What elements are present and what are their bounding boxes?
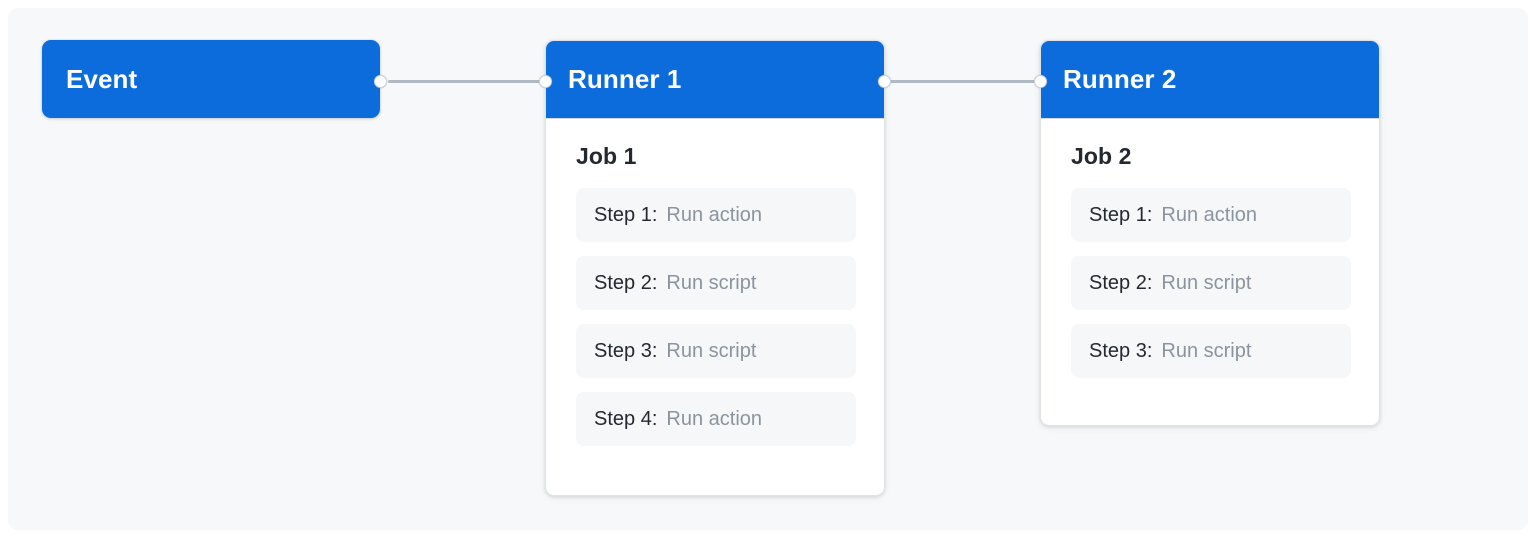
job-title-1: Job 1 xyxy=(576,143,637,169)
step-label: Step 1: xyxy=(594,203,658,226)
event-node[interactable]: Event xyxy=(42,40,380,118)
job-title-2: Job 2 xyxy=(1071,143,1132,169)
step-label: Step 1: xyxy=(1089,203,1153,226)
runner-node-1[interactable]: Runner 1 Job 1 Step 1: Run action Step 2… xyxy=(545,40,885,496)
runner-node-2[interactable]: Runner 2 Job 2 Step 1: Run action Step 2… xyxy=(1040,40,1380,426)
step-label: Step 4: xyxy=(594,407,658,430)
runner-node-2-target-handle[interactable] xyxy=(1034,75,1047,88)
step-action: Run script xyxy=(666,271,757,294)
step-row[interactable]: Step 4: Run action xyxy=(576,392,856,446)
runner-node-1-source-handle[interactable] xyxy=(878,75,891,88)
edge-event-to-runner-1[interactable] xyxy=(388,79,553,83)
step-label: Step 3: xyxy=(1089,339,1153,362)
event-node-label: Event xyxy=(66,63,138,94)
runner-node-1-header: Runner 1 xyxy=(546,41,884,119)
step-list-2: Step 1: Run action Step 2: Run script St… xyxy=(1063,188,1357,378)
workflow-canvas[interactable]: Event Runner 1 Job 1 Step 1: Run action … xyxy=(8,8,1528,530)
step-label: Step 2: xyxy=(1089,271,1153,294)
step-row[interactable]: Step 3: Run script xyxy=(576,324,856,378)
step-action: Run action xyxy=(666,407,763,430)
step-label: Step 3: xyxy=(594,339,658,362)
edge-runner-1-to-runner-2[interactable] xyxy=(885,79,1040,83)
runner-node-2-header: Runner 2 xyxy=(1041,41,1379,119)
runner-node-2-title: Runner 2 xyxy=(1063,64,1177,94)
step-row[interactable]: Step 2: Run script xyxy=(576,256,856,310)
step-row[interactable]: Step 2: Run script xyxy=(1071,256,1351,310)
runner-node-1-target-handle[interactable] xyxy=(539,75,552,88)
step-action: Run script xyxy=(1161,271,1252,294)
step-row[interactable]: Step 1: Run action xyxy=(576,188,856,242)
runner-node-1-body: Job 1 Step 1: Run action Step 2: Run scr… xyxy=(546,119,884,470)
step-action: Run script xyxy=(666,339,757,362)
step-list-1: Step 1: Run action Step 2: Run script St… xyxy=(568,188,862,446)
step-action: Run script xyxy=(1161,339,1252,362)
step-action: Run action xyxy=(666,203,763,226)
step-label: Step 2: xyxy=(594,271,658,294)
step-action: Run action xyxy=(1161,203,1258,226)
runner-node-2-body: Job 2 Step 1: Run action Step 2: Run scr… xyxy=(1041,119,1379,402)
step-row[interactable]: Step 3: Run script xyxy=(1071,324,1351,378)
step-row[interactable]: Step 1: Run action xyxy=(1071,188,1351,242)
runner-node-1-title: Runner 1 xyxy=(568,64,682,94)
event-node-source-handle[interactable] xyxy=(374,75,387,88)
